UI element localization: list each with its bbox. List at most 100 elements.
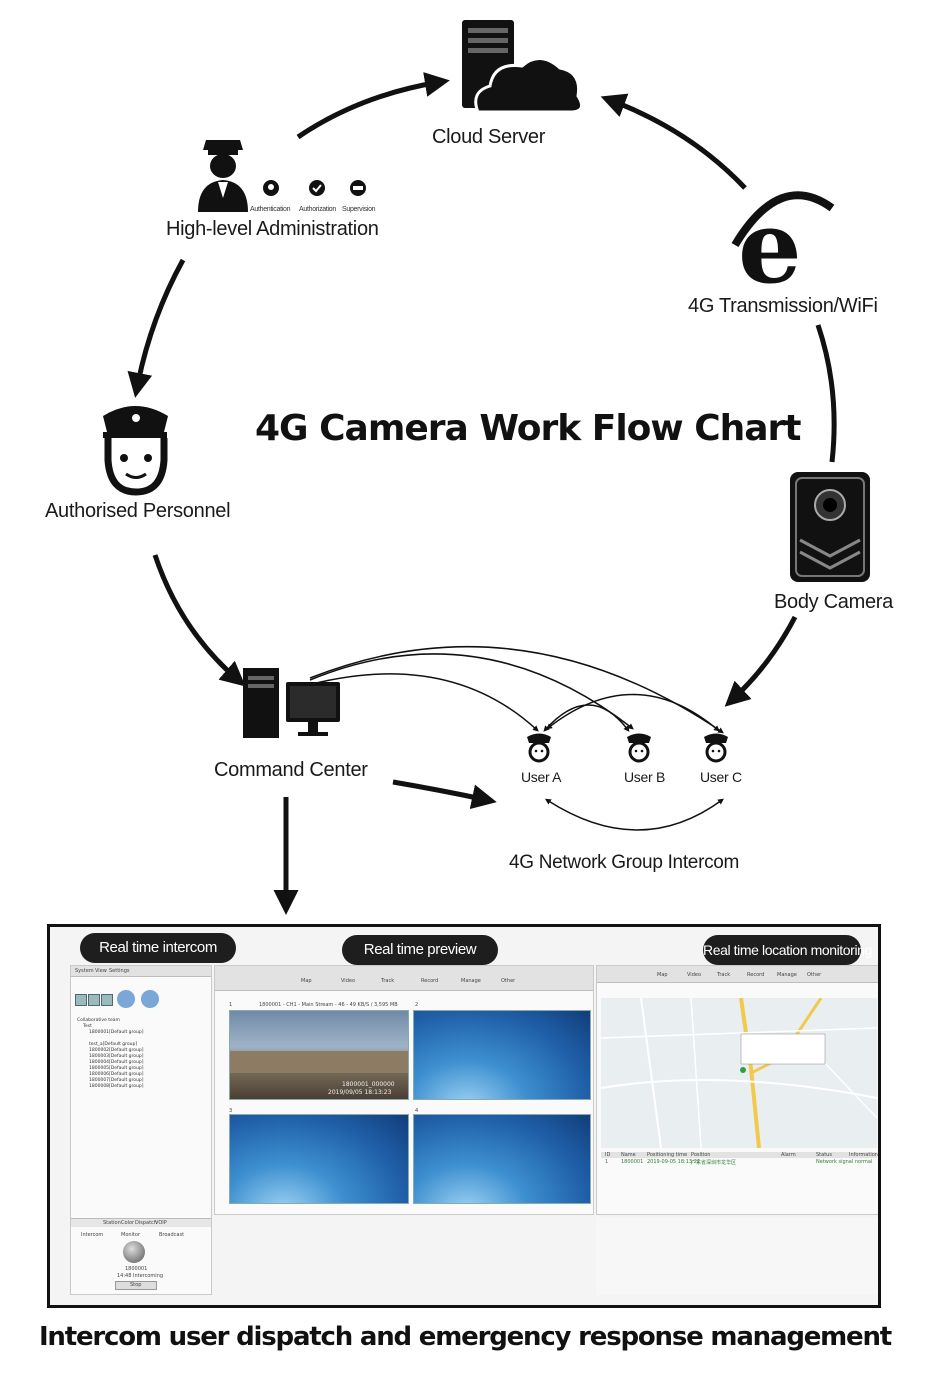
pill-real-time-intercom: Real time intercom [80,933,236,963]
toolbar-video[interactable]: Video [687,972,702,978]
col-status: Status [816,1152,832,1158]
left-menu-bar: System View Settings [71,966,211,977]
tab-station[interactable]: Station [103,1220,121,1226]
map-view[interactable] [601,998,877,1148]
menu-system[interactable]: System [75,968,94,974]
arrow-camera-to-transmission [815,324,837,463]
user-c-label: User C [700,769,742,785]
mode-broadcast[interactable]: Broadcast [159,1232,185,1238]
computer-icon [243,668,340,738]
tree-root[interactable]: Collaborative team [77,1018,120,1023]
personnel-label: Authorised Personnel [45,500,231,522]
arrow-personnel-to-command [152,554,246,687]
toolbar-map[interactable]: Map [301,978,312,984]
server-cloud-icon [462,20,584,114]
device-status: 14:48 Intercoming [117,1273,164,1279]
officer-icon [198,140,248,212]
location-map-pane: Map Video Track Record Manage Other ID N… [596,965,878,1215]
user-b-label: User B [624,769,665,785]
microphone-icon[interactable] [141,990,159,1008]
admin-label: High-level Administration [166,218,379,240]
cell-number: 3 [229,1108,233,1114]
col-name: Name [621,1152,636,1158]
empty-video-cell[interactable] [229,1114,409,1204]
tree-item[interactable]: 1800008[Default group] [89,1084,144,1089]
left-tabs: Station Color Dispatch VOIP [71,1218,211,1227]
intercom-label: 4G Network Group Intercom [509,852,740,873]
toolbar-other[interactable]: Other [501,978,516,984]
tool-icon[interactable] [88,994,100,1006]
device-mic-icon [123,1241,145,1263]
cell-position: 广东省深圳市龙华区 [691,1160,737,1166]
tree-item[interactable]: test_a[Default group] [89,1042,138,1047]
user-a-icon [527,733,551,763]
map-toolbar: Map Video Track Record Manage Other [597,966,878,983]
tree-item[interactable]: 1800001[Default group] [89,1030,144,1035]
body-camera-label: Body Camera [774,591,893,613]
user-a-label: User A [521,769,562,785]
col-alarm: Alarm [781,1152,796,1158]
cell-id: 1 [605,1159,609,1165]
tool-icon[interactable] [101,994,113,1006]
toolbar-manage[interactable]: Manage [461,978,481,984]
mode-intercom[interactable]: Intercom [81,1232,104,1238]
map-roads [601,998,877,1148]
auth-badges [263,180,366,196]
stop-button[interactable]: Stop [115,1281,157,1290]
tree-item[interactable]: 1800003[Default group] [89,1054,144,1059]
toolbar-video[interactable]: Video [341,978,356,984]
transmission-label: 4G Transmission/WiFi [688,295,878,317]
pill-real-time-preview: Real time preview [342,935,498,965]
cell-number: 1 [229,1002,233,1008]
tree-item[interactable]: 1800006[Default group] [89,1072,144,1077]
software-screenshot-panel: Real time intercom Real time preview Rea… [47,924,881,1308]
arrow-camera-to-users [724,615,798,707]
col-position: Position [691,1152,711,1158]
menu-settings[interactable]: Settings [109,968,130,974]
tab-color[interactable]: Color [121,1220,135,1226]
blank-area [596,1217,878,1295]
tree-item[interactable]: 1800005[Default group] [89,1066,144,1071]
mode-monitor[interactable]: Monitor [121,1232,141,1238]
video-buildings [230,1051,408,1073]
menu-view[interactable]: View [95,968,107,974]
arrow-command-to-users [392,779,497,810]
toolbar-manage[interactable]: Manage [777,972,797,978]
footer-caption: Intercom user dispatch and emergency res… [38,1322,892,1352]
table-row[interactable]: 1 1800001 2019-09-05 18:13:22 广东省深圳市龙华区 … [601,1159,877,1166]
tree-item[interactable]: 1800002[Default group] [89,1048,144,1053]
tree-group[interactable]: Test [83,1024,92,1029]
toolbar-map[interactable]: Map [657,972,668,978]
video-preview-pane: Map Video Track Record Manage Other 1800… [214,965,594,1215]
toolbar-record[interactable]: Record [421,978,439,984]
empty-video-cell[interactable] [413,1010,591,1100]
col-information: Information [849,1152,878,1158]
cell-name: 1800001 [621,1159,644,1165]
cell-time: 2019-09-05 18:13:22 [647,1159,701,1165]
transmission-icon: e [731,188,835,306]
tree-item[interactable]: 1800007[Default group] [89,1078,144,1083]
toolbar-record[interactable]: Record [747,972,765,978]
empty-video-cell[interactable] [413,1114,591,1204]
col-id: ID [605,1152,611,1158]
stream-info: 1800001 - CH1 - Main Stream - 46 - 49 KB… [259,1002,398,1008]
arrow-admin-to-personnel [127,258,186,398]
video-overlay-id: 1800001_000000 [342,1081,395,1088]
left-toolbar-icons [75,990,159,1014]
position-table-header: ID Name Positioning time Position Alarm … [601,1152,878,1158]
talk-icon[interactable] [117,990,135,1008]
toolbar-track[interactable]: Track [717,972,731,978]
live-video-cell[interactable]: 1800001_000000 2019/09/05 18:13:23 [229,1010,409,1100]
tab-dispatch[interactable]: Dispatch [135,1220,157,1226]
toolbar-track[interactable]: Track [381,978,395,984]
stop-button-label: Stop [130,1282,142,1288]
video-toolbar: Map Video Track Record Manage Other [215,966,593,991]
col-time: Positioning time [647,1152,688,1158]
command-center-label: Command Center [214,759,368,781]
tab-voip[interactable]: VOIP [155,1220,167,1226]
tool-icon[interactable] [75,994,87,1006]
toolbar-other[interactable]: Other [807,972,822,978]
tree-item[interactable]: 1800004[Default group] [89,1060,144,1065]
diagram-title: 4G Camera Work Flow Chart [255,408,801,449]
